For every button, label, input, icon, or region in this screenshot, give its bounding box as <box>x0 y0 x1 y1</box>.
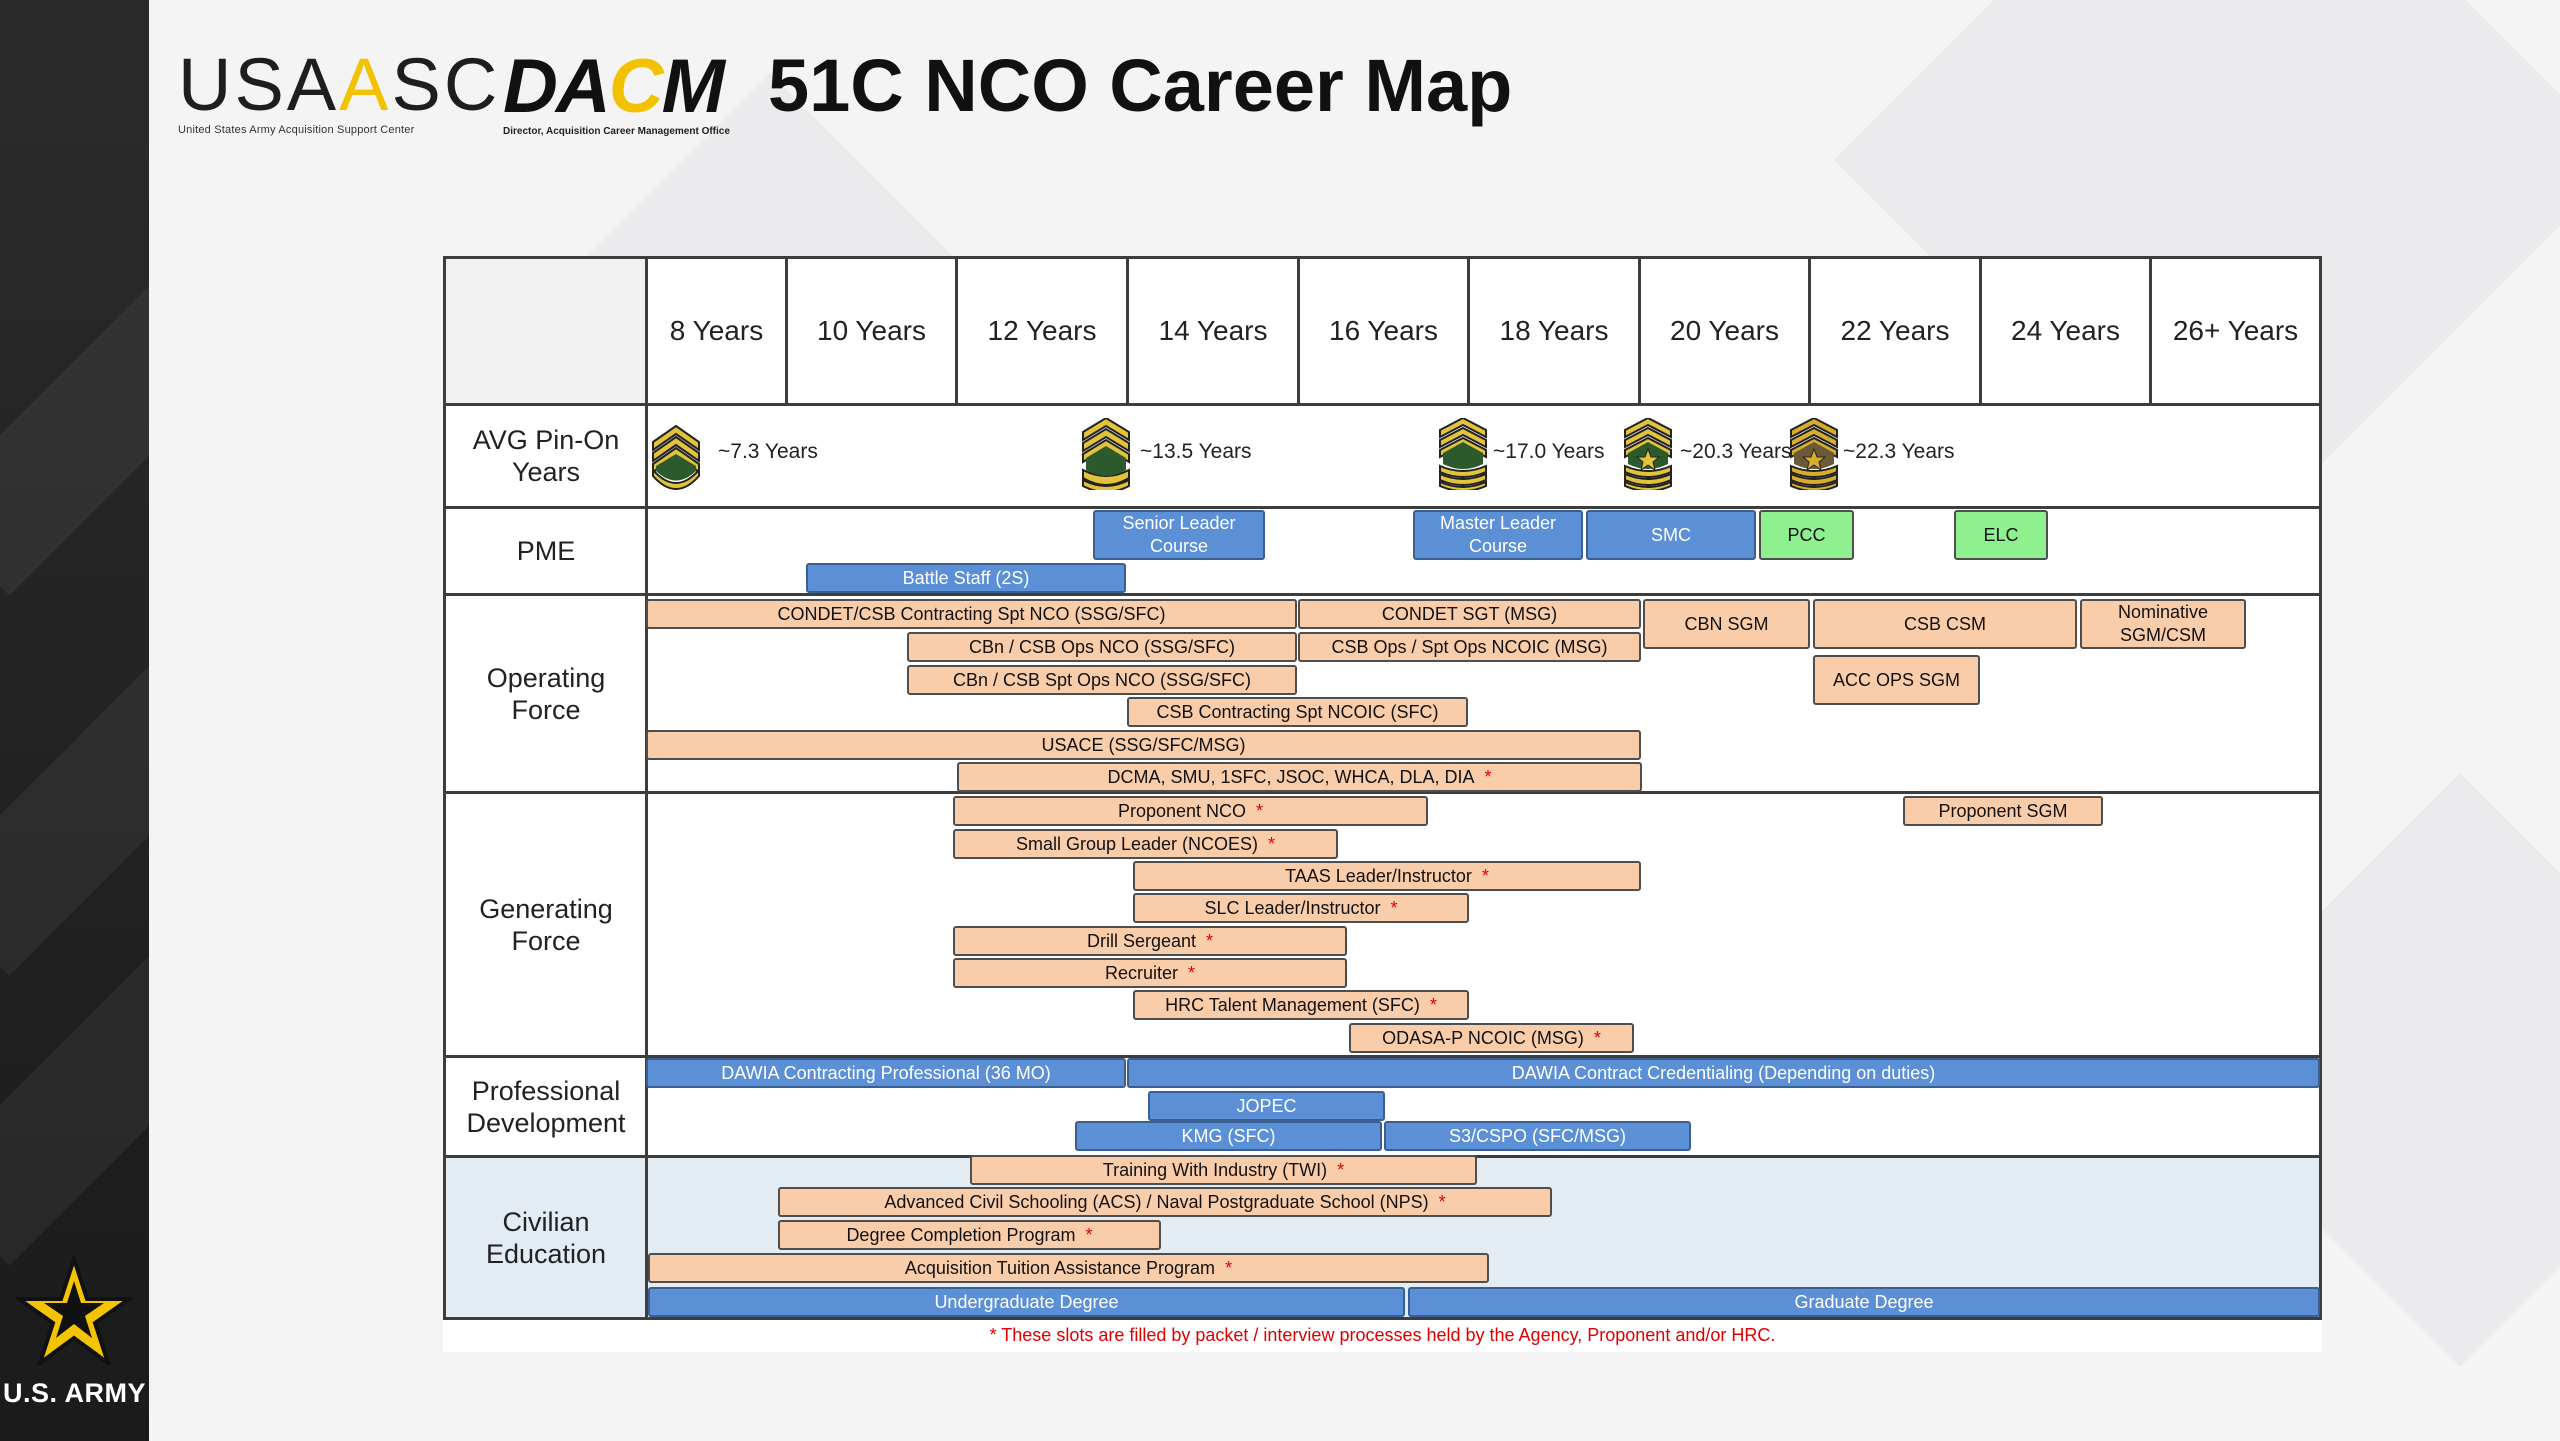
grid-line <box>443 593 2322 596</box>
generating-force-bar: ODASA-P NCOIC (MSG)* <box>1349 1023 1634 1053</box>
operating-force-bar: CSB Contracting Spt NCOIC (SFC) <box>1127 697 1468 727</box>
ssg-rank-icon <box>652 424 700 490</box>
page-title: 51C NCO Career Map <box>768 44 1513 127</box>
professional-development-bar: DAWIA Contracting Professional (36 MO) <box>646 1058 1126 1088</box>
operating-force-bar: CBn / CSB Ops NCO (SSG/SFC) <box>907 632 1297 662</box>
grid-line <box>1808 256 1811 404</box>
operating-force-bar: ACC OPS SGM <box>1813 655 1980 705</box>
grid-line <box>443 791 2322 794</box>
column-header: 22 Years <box>1840 315 1950 346</box>
msg-rank-icon <box>1439 418 1487 490</box>
professional-development-bar: JOPEC <box>1148 1091 1385 1121</box>
dacm-logo: DACM Director, Acquisition Career Manage… <box>503 44 730 138</box>
pme-bar: PCC <box>1759 510 1854 560</box>
operating-force-bar: Nominative SGM/CSM <box>2080 599 2246 649</box>
grid-line <box>785 256 788 404</box>
operating-force-bar: CSB Ops / Spt Ops NCOIC (MSG) <box>1298 632 1641 662</box>
grid-line <box>443 256 2322 259</box>
grid-line <box>1638 256 1641 404</box>
civilian-education-bar: Degree Completion Program* <box>778 1220 1161 1250</box>
generating-force-bar: Proponent SGM <box>1903 796 2103 826</box>
grid-line <box>1126 256 1129 404</box>
grid-line <box>1297 256 1300 404</box>
grid-line <box>2149 256 2152 404</box>
grid-line <box>955 256 958 404</box>
row-label-pin-on: AVG Pin-On Years <box>472 425 620 487</box>
column-header: 14 Years <box>1158 315 1268 346</box>
grid-line <box>1467 256 1470 404</box>
army-sidebar <box>0 0 236 1441</box>
generating-force-bar: SLC Leader/Instructor* <box>1133 893 1469 923</box>
pin-on-label: ~20.3 Years <box>1680 440 1792 463</box>
operating-force-bar: CBN SGM <box>1643 599 1810 649</box>
row-label-generating-force: Generating Force <box>479 893 613 956</box>
footnote: * These slots are filled by packet / int… <box>989 1325 1776 1345</box>
pin-on-label: ~7.3 Years <box>718 440 818 463</box>
usaasc-logo: USAASC United States Army Acquisition Su… <box>178 43 501 137</box>
grid-line <box>443 403 2322 406</box>
dacm-logo-subtitle: Director, Acquisition Career Management … <box>503 126 730 137</box>
operating-force-bar: CSB CSM <box>1813 599 2077 649</box>
sfc-rank-icon <box>1082 418 1130 490</box>
civilian-education-bar: Graduate Degree <box>1408 1287 2320 1317</box>
pme-bar: Senior Leader Course <box>1093 510 1265 560</box>
row-label-professional-development: Professional Development <box>466 1075 626 1138</box>
column-header: 16 Years <box>1329 315 1438 346</box>
column-header: 8 Years <box>669 315 764 346</box>
grid-line <box>443 256 446 1320</box>
row-label-pme: PME <box>516 536 576 566</box>
column-header: 10 Years <box>817 315 926 346</box>
civilian-education-bar: Acquisition Tuition Assistance Program* <box>648 1253 1489 1283</box>
grid-line <box>2319 256 2322 1320</box>
grid-line <box>1979 256 1982 404</box>
pme-bar: Battle Staff (2S) <box>806 563 1126 593</box>
grid-line <box>443 1055 2322 1058</box>
civilian-education-bar: Undergraduate Degree <box>648 1287 1405 1317</box>
pin-on-label: ~22.3 Years <box>1843 440 1955 463</box>
pme-bar: ELC <box>1954 510 2048 560</box>
professional-development-bar: KMG (SFC) <box>1075 1121 1382 1151</box>
operating-force-bar: CONDET/CSB Contracting Spt NCO (SSG/SFC) <box>646 599 1297 629</box>
column-header: 24 Years <box>2011 315 2120 346</box>
army-star-icon <box>15 1255 133 1365</box>
civilian-education-bar: Advanced Civil Schooling (ACS) / Naval P… <box>778 1187 1552 1217</box>
column-header: 26+ Years <box>2172 315 2299 346</box>
civilian-education-bar: Training With Industry (TWI)* <box>970 1155 1477 1185</box>
grid-line <box>443 1317 2322 1320</box>
operating-force-bar: CBn / CSB Spt Ops NCO (SSG/SFC) <box>907 665 1297 695</box>
pin-on-label: ~13.5 Years <box>1140 440 1252 463</box>
grid-line <box>443 506 2322 509</box>
professional-development-bar: S3/CSPO (SFC/MSG) <box>1384 1121 1691 1151</box>
row-label-operating-force: Operating Force <box>486 662 606 725</box>
usaasc-logo-text: USAASC <box>178 43 501 126</box>
pin-on-label: ~17.0 Years <box>1493 440 1605 463</box>
operating-force-bar: DCMA, SMU, 1SFC, JSOC, WHCA, DLA, DIA* <box>957 762 1642 792</box>
generating-force-bar: Recruiter* <box>953 958 1347 988</box>
column-header: 12 Years <box>987 315 1097 346</box>
pme-bar: SMC <box>1586 510 1756 560</box>
generating-force-bar: Proponent NCO* <box>953 796 1428 826</box>
operating-force-bar: USACE (SSG/SFC/MSG) <box>646 730 1641 760</box>
sgm-rank-icon <box>1624 418 1672 490</box>
army-wordmark: U.S. ARMY <box>2 1378 146 1408</box>
column-header: 18 Years <box>1499 315 1609 346</box>
grid-line <box>645 256 648 1320</box>
column-header: 20 Years <box>1670 315 1779 346</box>
pme-bar: Master Leader Course <box>1413 510 1583 560</box>
generating-force-bar: Drill Sergeant* <box>953 926 1347 956</box>
generating-force-bar: Small Group Leader (NCOES)* <box>953 829 1338 859</box>
dacm-logo-text: DACM <box>503 44 725 129</box>
usaasc-logo-subtitle: United States Army Acquisition Support C… <box>178 124 415 136</box>
operating-force-bar: CONDET SGT (MSG) <box>1298 599 1641 629</box>
csm-rank-icon <box>1790 418 1838 490</box>
generating-force-bar: HRC Talent Management (SFC)* <box>1133 990 1469 1020</box>
row-label-civilian-education: Civilian Education <box>485 1206 607 1269</box>
generating-force-bar: TAAS Leader/Instructor* <box>1133 861 1641 891</box>
professional-development-bar: DAWIA Contract Credentialing (Depending … <box>1127 1058 2320 1088</box>
